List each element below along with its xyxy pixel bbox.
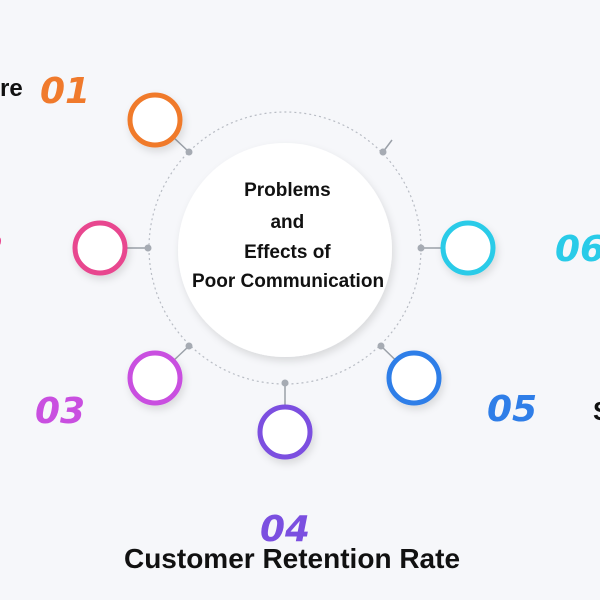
node-number-02: 02 (0, 229, 3, 270)
label-04: Customer Retention Rate (124, 543, 460, 574)
connector-dot (377, 342, 385, 350)
node-circle-03 (127, 350, 183, 406)
node-circle-04 (257, 404, 313, 460)
node-number-05: 05 (487, 389, 537, 430)
partial-label-left: re (0, 75, 23, 102)
node-circle-02 (72, 220, 128, 276)
node-number-04: 04 (260, 509, 310, 550)
node-number-01: 01 (40, 71, 90, 112)
partial-label-right: S (593, 396, 600, 426)
connector-dot (185, 342, 193, 350)
connector-dot (185, 148, 193, 156)
node-circle-01 (127, 92, 183, 148)
center-title: Problems and Effects of Poor Communicati… (192, 180, 384, 292)
node-circle-05 (386, 350, 442, 406)
node-number-06: 06 (555, 229, 600, 270)
connector-dot (417, 244, 425, 252)
node-number-03: 03 (35, 391, 85, 432)
connector-dot (281, 379, 289, 387)
center-circle (178, 143, 392, 357)
connector-dot (144, 244, 152, 252)
connector-dot (379, 148, 387, 156)
node-circle-06 (440, 220, 496, 276)
